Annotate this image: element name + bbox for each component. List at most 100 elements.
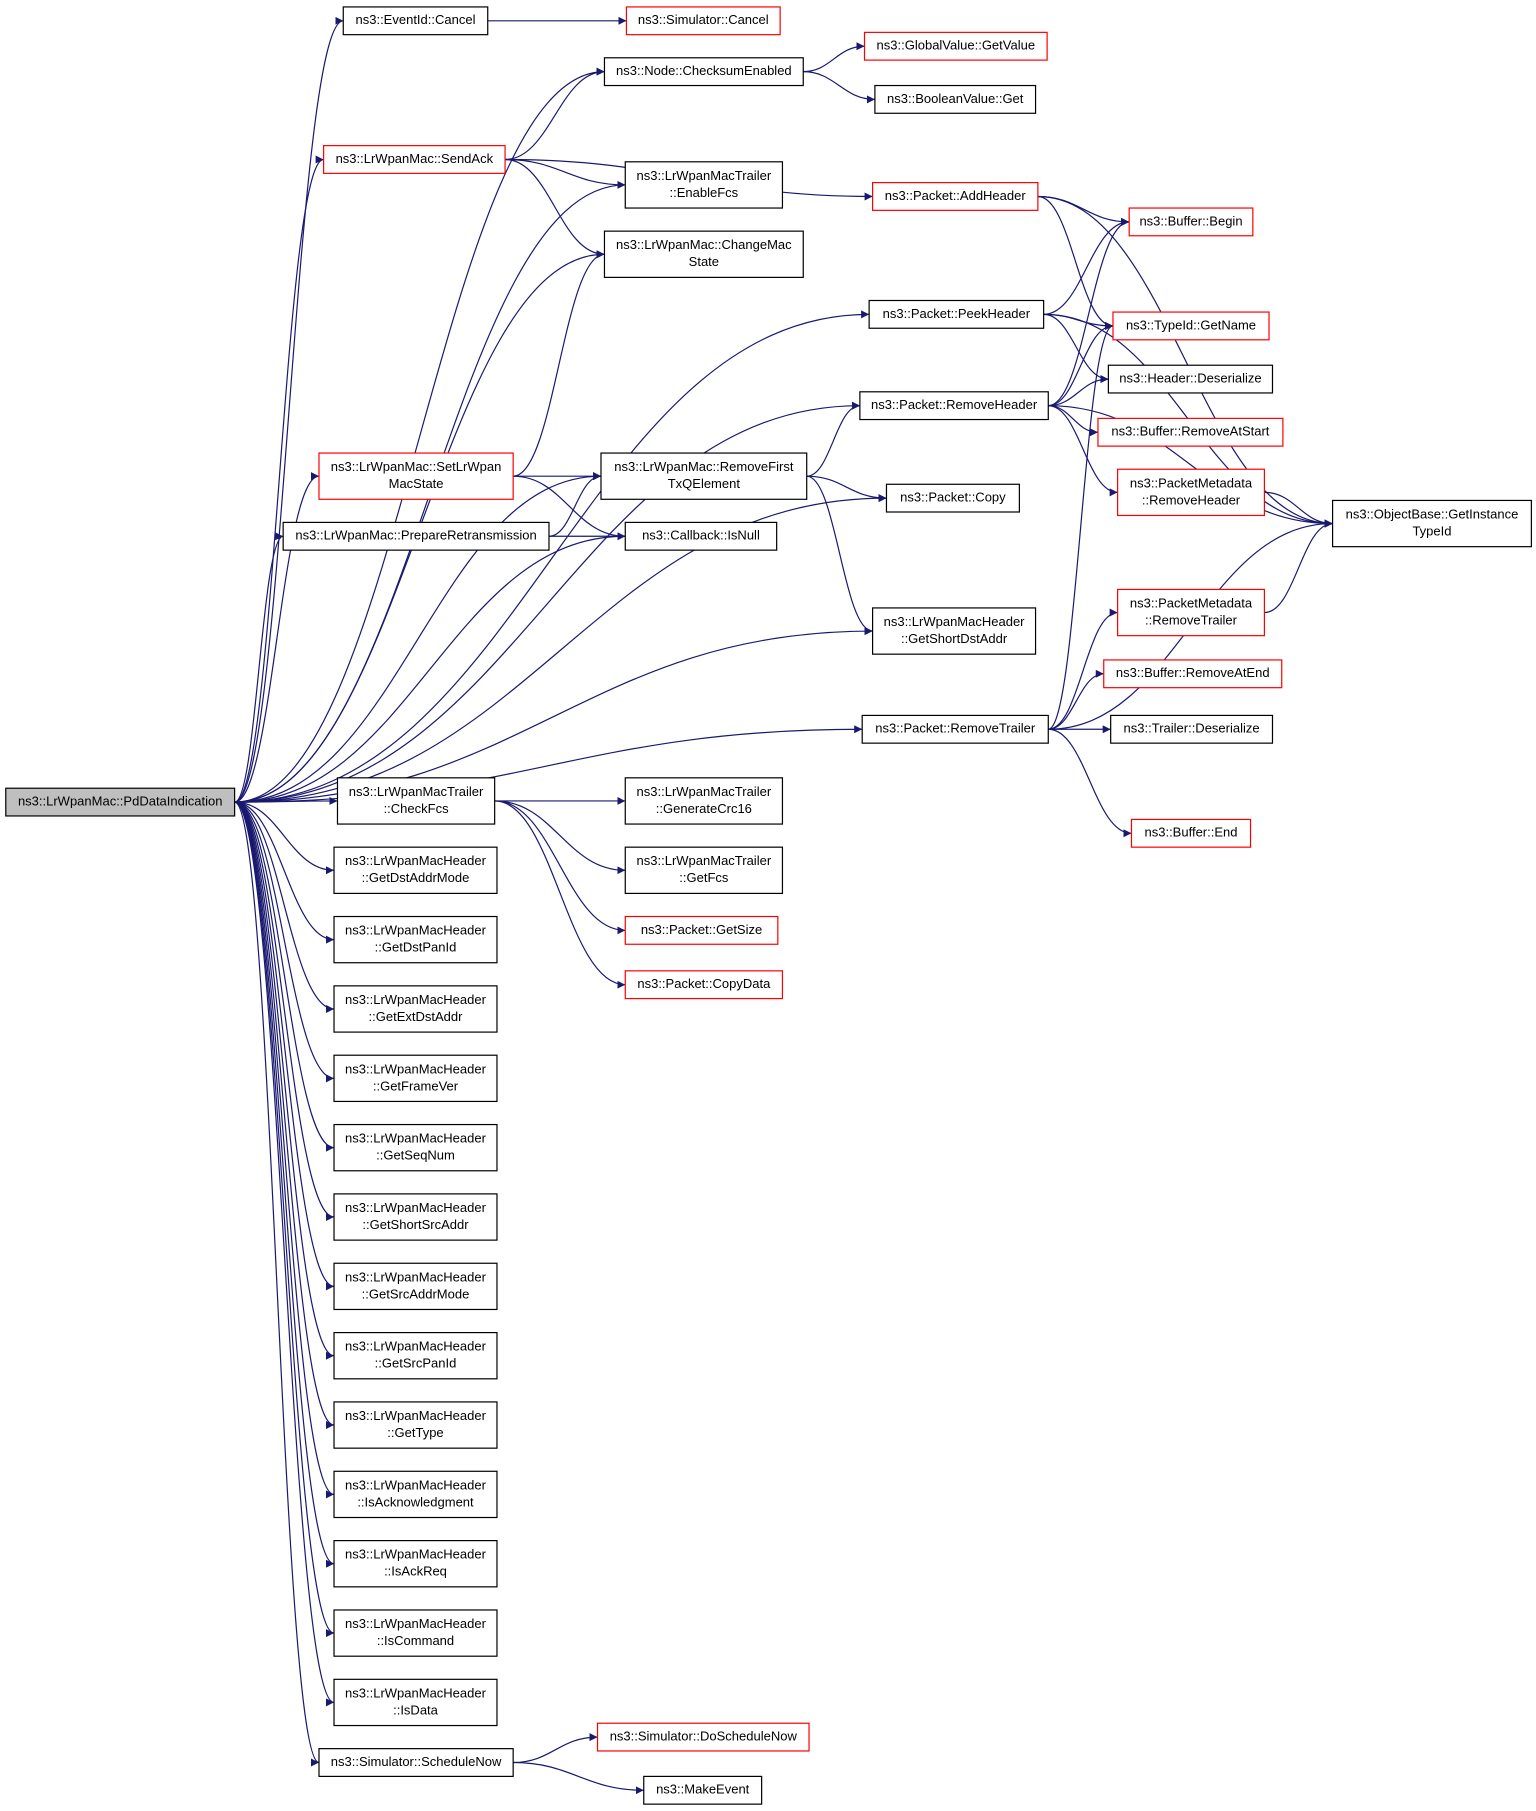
node-gettype[interactable]: ns3::LrWpanMacHeader::GetType [333, 1401, 498, 1449]
node-buf-begin[interactable]: ns3::Buffer::Begin [1128, 207, 1254, 237]
node-gencrc[interactable]: ns3::LrWpanMacTrailer::GenerateCrc16 [624, 777, 784, 825]
node-label: ns3::Buffer::RemoveAtEnd [1116, 665, 1270, 680]
node-box [624, 846, 784, 894]
node-box [624, 970, 784, 1000]
node-checkfcs[interactable]: ns3::LrWpanMacTrailer::CheckFcs [336, 777, 496, 825]
node-removeheader[interactable]: ns3::Packet::RemoveHeader [859, 391, 1049, 421]
edge-checkfcs-to-packet-copydata [494, 800, 626, 989]
node-label: ns3::LrWpanMacHeader [345, 1616, 487, 1631]
node-label: ns3::EventId::Cancel [356, 12, 476, 27]
edge-root-to-getseqnum [234, 801, 335, 1152]
node-label: ns3::LrWpanMacHeader [345, 923, 487, 938]
node-enablefcs[interactable]: ns3::LrWpanMacTrailer::EnableFcs [624, 161, 784, 209]
node-box [282, 521, 550, 551]
node-label: ns3::Packet::CopyData [637, 976, 771, 991]
node-getsrcpanid[interactable]: ns3::LrWpanMacHeader::GetSrcPanId [333, 1331, 498, 1380]
node-pm-removetrailer[interactable]: ns3::PacketMetadata::RemoveTrailer [1117, 588, 1265, 637]
node-label: State [689, 254, 719, 269]
edge-root-to-isack [234, 801, 335, 1499]
node-bool-get[interactable]: ns3::BooleanValue::Get [874, 84, 1037, 114]
node-addheader[interactable]: ns3::Packet::AddHeader [871, 182, 1039, 211]
edge-addheader-to-objbase [1037, 195, 1333, 528]
node-box [874, 84, 1037, 114]
node-box [333, 1678, 498, 1727]
node-eventid-cancel[interactable]: ns3::EventId::Cancel [342, 6, 489, 36]
node-getdstpanid[interactable]: ns3::LrWpanMacHeader::GetDstPanId [333, 915, 498, 964]
node-makeevent[interactable]: ns3::MakeEvent [643, 1775, 763, 1805]
node-packet-getsize[interactable]: ns3::Packet::GetSize [624, 915, 779, 945]
edge-sendack-to-node-checksum [505, 67, 605, 161]
edge-setlrwpan-to-cb-isnull [513, 475, 626, 541]
node-getshortsrc[interactable]: ns3::LrWpanMacHeader::GetShortSrcAddr [333, 1193, 498, 1241]
node-getextdst[interactable]: ns3::LrWpanMacHeader::GetExtDstAddr [333, 985, 498, 1033]
node-cb-isnull[interactable]: ns3::Callback::IsNull [624, 521, 778, 551]
node-box [333, 1331, 498, 1380]
node-label: ns3::LrWpanMacHeader [345, 992, 487, 1007]
node-box [624, 777, 784, 825]
edge-root-to-isackreq [234, 801, 335, 1568]
node-label: ns3::PacketMetadata [1130, 595, 1253, 610]
node-schedulenow[interactable]: ns3::Simulator::ScheduleNow [318, 1748, 514, 1777]
node-getdstaddrmode[interactable]: ns3::LrWpanMacHeader::GetDstAddrMode [333, 846, 498, 894]
node-box [5, 787, 236, 817]
node-peekheader[interactable]: ns3::Packet::PeekHeader [868, 299, 1045, 329]
edge-root-to-isdata [234, 801, 335, 1707]
node-getsrcaddrmode[interactable]: ns3::LrWpanMacHeader::GetSrcAddrMode [333, 1262, 498, 1311]
node-label: ns3::Simulator::ScheduleNow [331, 1754, 502, 1769]
node-label: ns3::LrWpanMac::RemoveFirst [614, 459, 794, 474]
edge-sendack-to-enablefcs [505, 158, 626, 189]
node-box [1117, 588, 1265, 637]
node-root[interactable]: ns3::LrWpanMac::PdDataIndication [5, 787, 236, 817]
node-trailer-deser[interactable]: ns3::Trailer::Deserialize [1110, 714, 1274, 744]
edge-root-to-getdstaddrmode [234, 801, 335, 875]
node-pm-removeheader[interactable]: ns3::PacketMetadata::RemoveHeader [1117, 468, 1265, 517]
node-buf-removeatstart[interactable]: ns3::Buffer::RemoveAtStart [1097, 417, 1284, 447]
node-label: ::GetSrcAddrMode [362, 1286, 470, 1301]
node-getframever[interactable]: ns3::LrWpanMacHeader::GetFrameVer [333, 1054, 498, 1103]
node-header-deser[interactable]: ns3::Header::Deserialize [1107, 364, 1274, 394]
edge-root-to-sendack [234, 155, 324, 803]
edge-removeheader-to-pm-removeheader [1048, 405, 1118, 497]
node-label: ns3::LrWpanMacHeader [345, 1339, 487, 1354]
node-doschedulenow[interactable]: ns3::Simulator::DoScheduleNow [596, 1722, 810, 1752]
node-prepareretx[interactable]: ns3::LrWpanMac::PrepareRetransmission [282, 521, 550, 551]
edge-removeheader-to-buf-begin [1048, 217, 1130, 407]
node-packet-copy[interactable]: ns3::Packet::Copy [885, 483, 1020, 513]
node-isack[interactable]: ns3::LrWpanMacHeader::IsAcknowledgment [333, 1470, 498, 1519]
node-isackreq[interactable]: ns3::LrWpanMacHeader::IsAckReq [333, 1540, 498, 1588]
node-iscommand[interactable]: ns3::LrWpanMacHeader::IsCommand [333, 1609, 498, 1657]
node-box [333, 1540, 498, 1588]
node-label: ::IsAcknowledgment [357, 1494, 474, 1509]
node-label: ::IsAckReq [384, 1564, 447, 1579]
node-label: ::GetFcs [679, 870, 729, 885]
edge-root-to-checkfcs [234, 796, 338, 805]
edge-node-checksum-to-global-getvalue [803, 42, 865, 73]
node-packet-copydata[interactable]: ns3::Packet::CopyData [624, 970, 784, 1000]
node-label: ns3::LrWpanMac::PdDataIndication [18, 794, 223, 809]
node-buf-end[interactable]: ns3::Buffer::End [1130, 818, 1252, 848]
node-isdata[interactable]: ns3::LrWpanMacHeader::IsData [333, 1678, 498, 1727]
node-getshortdst[interactable]: ns3::LrWpanMacHeader::GetShortDstAddr [871, 607, 1037, 655]
node-sendack[interactable]: ns3::LrWpanMac::SendAck [323, 145, 506, 174]
node-box [1103, 659, 1283, 689]
node-node-checksum[interactable]: ns3::Node::ChecksumEnabled [603, 57, 804, 87]
node-getfcs[interactable]: ns3::LrWpanMacTrailer::GetFcs [624, 846, 784, 894]
node-removetrailer[interactable]: ns3::Packet::RemoveTrailer [861, 714, 1049, 744]
node-label: ns3::LrWpanMacHeader [345, 1547, 487, 1562]
node-getseqnum[interactable]: ns3::LrWpanMacHeader::GetSeqNum [333, 1123, 498, 1172]
node-box [885, 483, 1020, 513]
edge-addheader-to-typeid-getname [1037, 195, 1114, 330]
node-box [624, 521, 778, 551]
edges-layer [234, 16, 1333, 1795]
node-buf-removeatend[interactable]: ns3::Buffer::RemoveAtEnd [1103, 659, 1283, 689]
node-global-getvalue[interactable]: ns3::GlobalValue::GetValue [863, 31, 1048, 61]
node-box [1331, 499, 1532, 548]
node-sim-cancel[interactable]: ns3::Simulator::Cancel [625, 6, 781, 36]
node-typeid-getname[interactable]: ns3::TypeId::GetName [1112, 311, 1270, 341]
node-label: ns3::GlobalValue::GetValue [877, 38, 1036, 53]
node-label: ns3::Buffer::End [1145, 825, 1238, 840]
